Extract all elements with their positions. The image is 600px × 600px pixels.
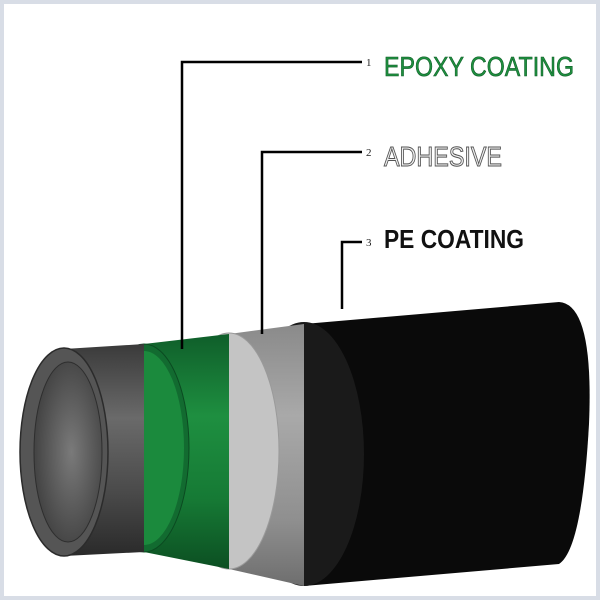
steel-pipe: [19, 344, 144, 557]
layer-number-1: 1: [366, 57, 372, 69]
layer-number-3: 3: [366, 237, 372, 249]
leader-line-2: [260, 150, 362, 334]
leader-line-1: [180, 60, 362, 349]
layer-label-adhesive: ADHESIVE: [384, 141, 502, 172]
leader-line-3: [340, 240, 362, 309]
leader-lines: [180, 60, 362, 349]
layer-label-pe-coating: PE COATING: [384, 224, 524, 254]
layer-label-epoxy-coating: EPOXY COATING: [384, 51, 574, 82]
pipe-cross-section-illustration: 1 2 3 EPOXY COATING ADHESIVE PE COATING: [19, 51, 590, 586]
layer-number-2: 2: [366, 147, 372, 159]
